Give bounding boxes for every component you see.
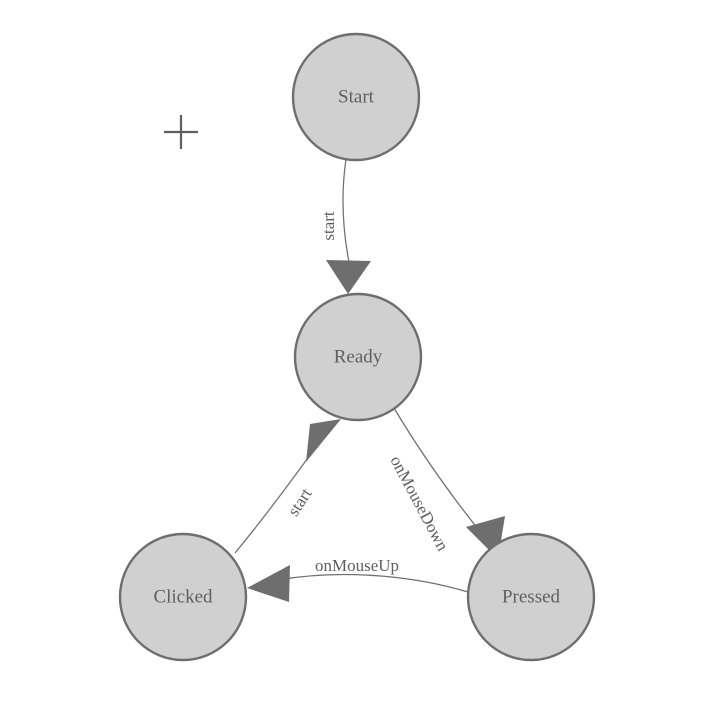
node-circle-pressed[interactable] <box>466 532 596 662</box>
edge-pressed-to-clicked[interactable]: onMouseUp <box>247 556 469 602</box>
edge-start-to-ready[interactable]: start <box>319 158 371 294</box>
node-clicked[interactable]: Clicked <box>118 532 248 662</box>
node-label-clicked: Clicked <box>153 586 213 607</box>
node-pressed[interactable]: Pressed <box>466 532 596 662</box>
node-layer: Start Ready Clicked Pressed <box>118 32 596 662</box>
node-label-ready: Ready <box>334 346 383 367</box>
node-ready[interactable]: Ready <box>293 292 423 422</box>
edge-ready-to-pressed[interactable]: onMouseDown <box>386 407 505 559</box>
arrowhead-pressed-to-clicked <box>247 565 290 602</box>
node-circle-clicked[interactable] <box>118 532 248 662</box>
edge-path-pressed-to-clicked[interactable] <box>277 573 469 593</box>
edge-label-pressed-to-clicked: onMouseUp <box>315 556 399 575</box>
crosshair-icon <box>164 115 198 149</box>
edge-label-start-to-ready: start <box>319 211 338 241</box>
edge-label-clicked-to-ready: start <box>284 484 316 519</box>
node-circle-ready[interactable] <box>293 292 423 422</box>
node-label-pressed: Pressed <box>502 586 561 607</box>
edge-label-ready-to-pressed: onMouseDown <box>386 453 452 555</box>
arrowhead-clicked-to-ready <box>306 419 341 462</box>
node-circle-start[interactable] <box>291 32 421 162</box>
edge-path-start-to-ready[interactable] <box>342 158 352 273</box>
edge-clicked-to-ready[interactable]: start <box>234 419 341 554</box>
arrowhead-start-to-ready <box>326 260 371 294</box>
node-label-start: Start <box>338 86 375 107</box>
node-start[interactable]: Start <box>291 32 421 162</box>
